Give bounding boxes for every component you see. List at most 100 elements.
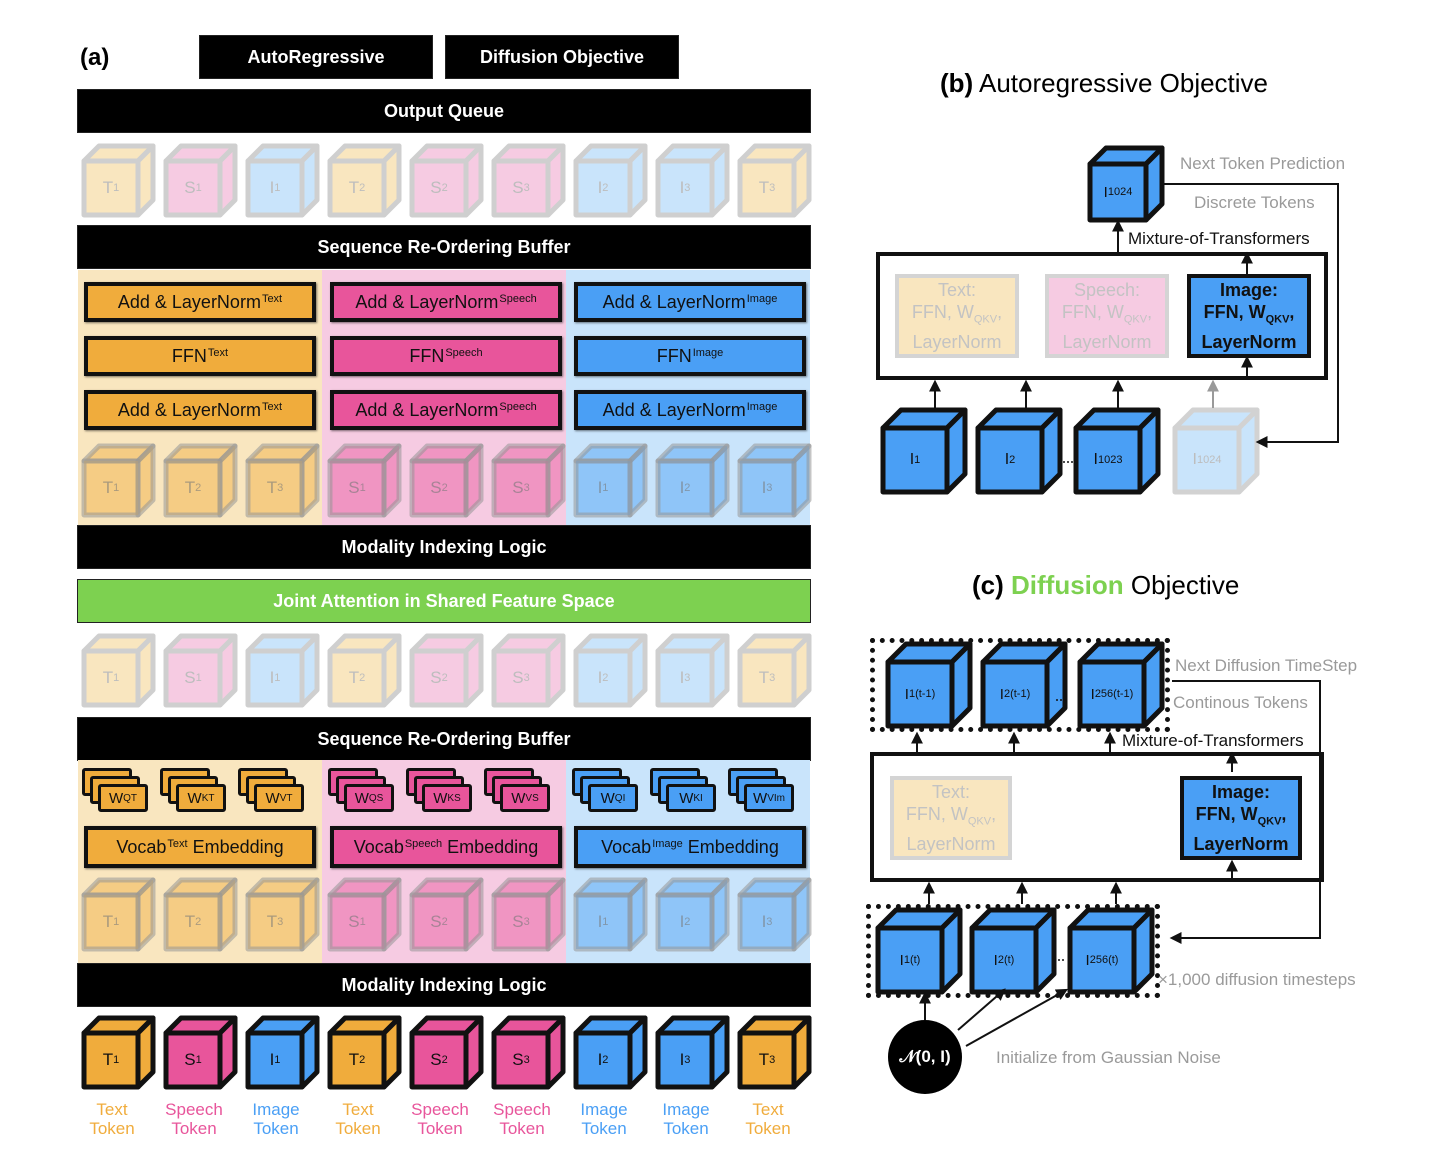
cube-subscript: 2: [359, 672, 366, 684]
cube-front: [81, 1030, 141, 1090]
cube-letter: I: [679, 912, 685, 931]
cube-front: [327, 458, 387, 518]
weight-subscript: V: [525, 792, 533, 804]
cube-subscript: 3: [769, 182, 776, 194]
cube-letter: S: [184, 178, 196, 197]
embedding-superscript: Image: [652, 838, 683, 850]
autoregressive-button[interactable]: AutoRegressive: [200, 36, 432, 78]
cube-letter: I: [269, 1050, 275, 1069]
weight-subscript: K: [201, 792, 209, 804]
cube-letter: S: [430, 1050, 442, 1069]
params-tail: ,: [1147, 302, 1153, 323]
cube-side: [1033, 907, 1057, 995]
cube-front: [81, 458, 141, 518]
cube-front: [327, 648, 387, 708]
label-line-1: Speech: [411, 1100, 469, 1119]
cube-subscript: 3: [523, 672, 530, 684]
cube-subscript: 1023: [1097, 454, 1123, 466]
label-line-2: Token: [499, 1119, 545, 1138]
weight-superscript: Im: [773, 792, 785, 804]
params-tail: ,: [991, 804, 997, 825]
weight-letter: W: [600, 789, 615, 807]
cube-subscript: 3: [277, 482, 284, 494]
weight-letter: W: [511, 789, 526, 807]
panel-b-title-text: Autoregressive Objective: [979, 68, 1269, 98]
expert-name: Image:: [1219, 280, 1279, 301]
embedding-main: Vocab: [601, 836, 652, 857]
diffusion-objective-button[interactable]: Diffusion Objective: [446, 36, 678, 78]
cube-subscript: 3: [523, 482, 530, 494]
params-subscript: QKV: [1257, 815, 1282, 828]
block-superscript: Image: [692, 347, 724, 359]
cube-letter: I: [904, 685, 909, 703]
cube-front: [81, 648, 141, 708]
label-line-2: Token: [663, 1119, 709, 1138]
cube-superscript: (t): [909, 954, 921, 966]
cube-front: [1067, 925, 1137, 995]
weight-superscript: S: [532, 792, 539, 804]
cube-front: [245, 1030, 305, 1090]
cube-letter: T: [102, 178, 114, 197]
weight-letter: W: [753, 789, 768, 807]
cube-side: [1131, 907, 1155, 995]
label-line-2: Token: [171, 1119, 217, 1138]
weight-letter: W: [354, 789, 369, 807]
params-tail: ,: [997, 302, 1003, 323]
cube-front: [737, 648, 797, 708]
cube-front: [491, 1030, 551, 1090]
cube-front: [491, 458, 551, 518]
label-line-1: Image: [252, 1100, 300, 1119]
cube-front: [245, 458, 305, 518]
block-main-text: Add & LayerNorm: [355, 291, 499, 312]
cube-subscript: 1: [195, 1054, 202, 1066]
panel-b-label: (b): [940, 68, 974, 98]
c-expert-1: Image:FFN, WQKV,LayerNorm: [1180, 776, 1302, 860]
cube-front: [655, 1030, 715, 1090]
params-tail: ,: [1289, 302, 1295, 323]
embedding-tail: Embedding: [187, 836, 284, 857]
label-line-2: Token: [417, 1119, 463, 1138]
cube-subscript: 2: [441, 482, 448, 494]
embedding-tail: Embedding: [442, 836, 539, 857]
cube-letter: T: [102, 478, 114, 497]
gaussian-noise-caption: Initialize from Gaussian Noise: [996, 1048, 1221, 1067]
cube-letter: I: [909, 451, 915, 468]
cube-subscript: 1024: [1107, 186, 1133, 198]
cube-front: [245, 648, 305, 708]
discrete-tokens-label: Discrete Tokens: [1194, 193, 1315, 212]
b-moe-label: Mixture-of-Transformers: [1128, 229, 1310, 248]
cube-letter: S: [184, 668, 196, 687]
cube-letter: I: [1004, 451, 1010, 468]
expert-norm: LayerNorm: [912, 331, 1002, 352]
cube-letter: S: [348, 478, 360, 497]
c-output-group: [870, 638, 1170, 732]
cube-letter: I: [597, 178, 603, 197]
cube-letter: I: [1192, 451, 1197, 468]
